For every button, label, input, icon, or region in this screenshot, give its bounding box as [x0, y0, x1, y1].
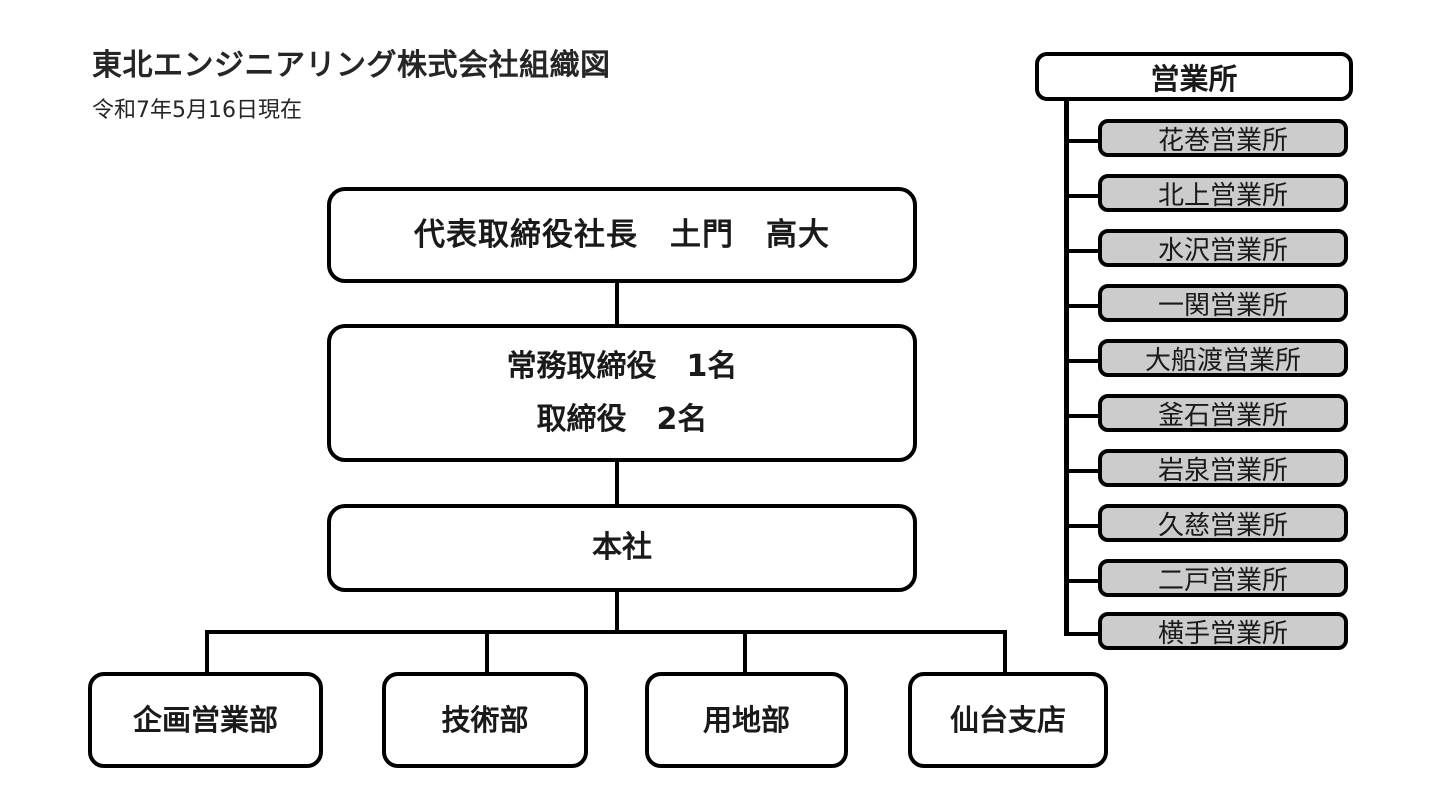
branch-item-label: 花巻営業所 — [1157, 125, 1288, 156]
department-bus-line — [205, 630, 1007, 634]
node-headquarters[interactable]: 本社 — [327, 504, 917, 592]
node-board-line2: 取締役 2名 — [536, 402, 708, 437]
node-department-label: 企画営業部 — [132, 702, 278, 737]
branch-stub-2 — [1064, 194, 1102, 198]
branch-stub-5 — [1064, 359, 1102, 363]
branch-item-label: 北上営業所 — [1157, 180, 1288, 211]
node-president[interactable]: 代表取締役社長 土門 高大 — [327, 187, 917, 283]
branch-item-iwaizumi[interactable]: 岩泉営業所 — [1098, 449, 1348, 487]
node-department-sendai-branch[interactable]: 仙台支店 — [908, 672, 1108, 768]
branch-trunk-line — [1064, 99, 1069, 636]
branch-panel-header-label: 営業所 — [1150, 61, 1238, 96]
node-department-label: 仙台支店 — [949, 702, 1066, 737]
connector-headquarters-to-bus — [615, 592, 619, 632]
node-headquarters-label: 本社 — [592, 530, 652, 566]
node-president-label: 代表取締役社長 土門 高大 — [414, 216, 830, 253]
node-board-line1: 常務取締役 1名 — [506, 348, 738, 384]
node-board[interactable]: 常務取締役 1名 取締役 2名 — [327, 324, 917, 462]
branch-stub-4 — [1064, 304, 1102, 308]
branch-stub-3 — [1064, 249, 1102, 253]
branch-stub-8 — [1064, 524, 1102, 528]
branch-item-label: 岩泉営業所 — [1157, 455, 1288, 486]
connector-bus-to-dept-2 — [485, 630, 489, 672]
branch-item-kuji[interactable]: 久慈営業所 — [1098, 504, 1348, 542]
node-department-label: 用地部 — [702, 702, 790, 737]
connector-board-to-headquarters — [615, 462, 619, 504]
connector-bus-to-dept-4 — [1003, 630, 1007, 672]
branch-item-label: 釜石営業所 — [1157, 400, 1288, 431]
branch-item-label: 二戸営業所 — [1157, 565, 1288, 596]
connector-president-to-board — [615, 283, 619, 324]
branch-stub-6 — [1064, 414, 1102, 418]
branch-item-hanamaki[interactable]: 花巻営業所 — [1098, 119, 1348, 157]
branch-panel-header[interactable]: 営業所 — [1035, 52, 1353, 101]
branch-item-label: 横手営業所 — [1157, 618, 1288, 649]
connector-bus-to-dept-1 — [205, 630, 209, 672]
branch-item-kitakami[interactable]: 北上営業所 — [1098, 174, 1348, 212]
branch-item-mizusawa[interactable]: 水沢営業所 — [1098, 229, 1348, 267]
branch-item-ninohe[interactable]: 二戸営業所 — [1098, 559, 1348, 597]
node-department-kikaku-eigyo[interactable]: 企画営業部 — [88, 672, 323, 768]
branch-item-label: 水沢営業所 — [1157, 235, 1288, 266]
node-department-label: 技術部 — [441, 702, 529, 737]
branch-item-yokote[interactable]: 横手営業所 — [1098, 612, 1348, 650]
branch-item-label: 久慈営業所 — [1157, 510, 1288, 541]
connector-bus-to-dept-3 — [743, 630, 747, 672]
node-department-gijutsu[interactable]: 技術部 — [382, 672, 588, 768]
branch-item-kamaishi[interactable]: 釜石営業所 — [1098, 394, 1348, 432]
branch-item-ichinoseki[interactable]: 一関営業所 — [1098, 284, 1348, 322]
node-department-yochi[interactable]: 用地部 — [645, 672, 848, 768]
branch-item-label: 大船渡営業所 — [1144, 345, 1301, 376]
chart-title: 東北エンジニアリング株式会社組織図 — [92, 48, 611, 83]
branch-item-ofunato[interactable]: 大船渡営業所 — [1098, 339, 1348, 377]
branch-stub-1 — [1064, 139, 1102, 143]
branch-item-label: 一関営業所 — [1157, 290, 1288, 321]
branch-stub-7 — [1064, 469, 1102, 473]
branch-stub-9 — [1064, 579, 1102, 583]
chart-date-subtitle: 令和7年5月16日現在 — [92, 98, 302, 123]
branch-stub-10 — [1064, 632, 1102, 636]
